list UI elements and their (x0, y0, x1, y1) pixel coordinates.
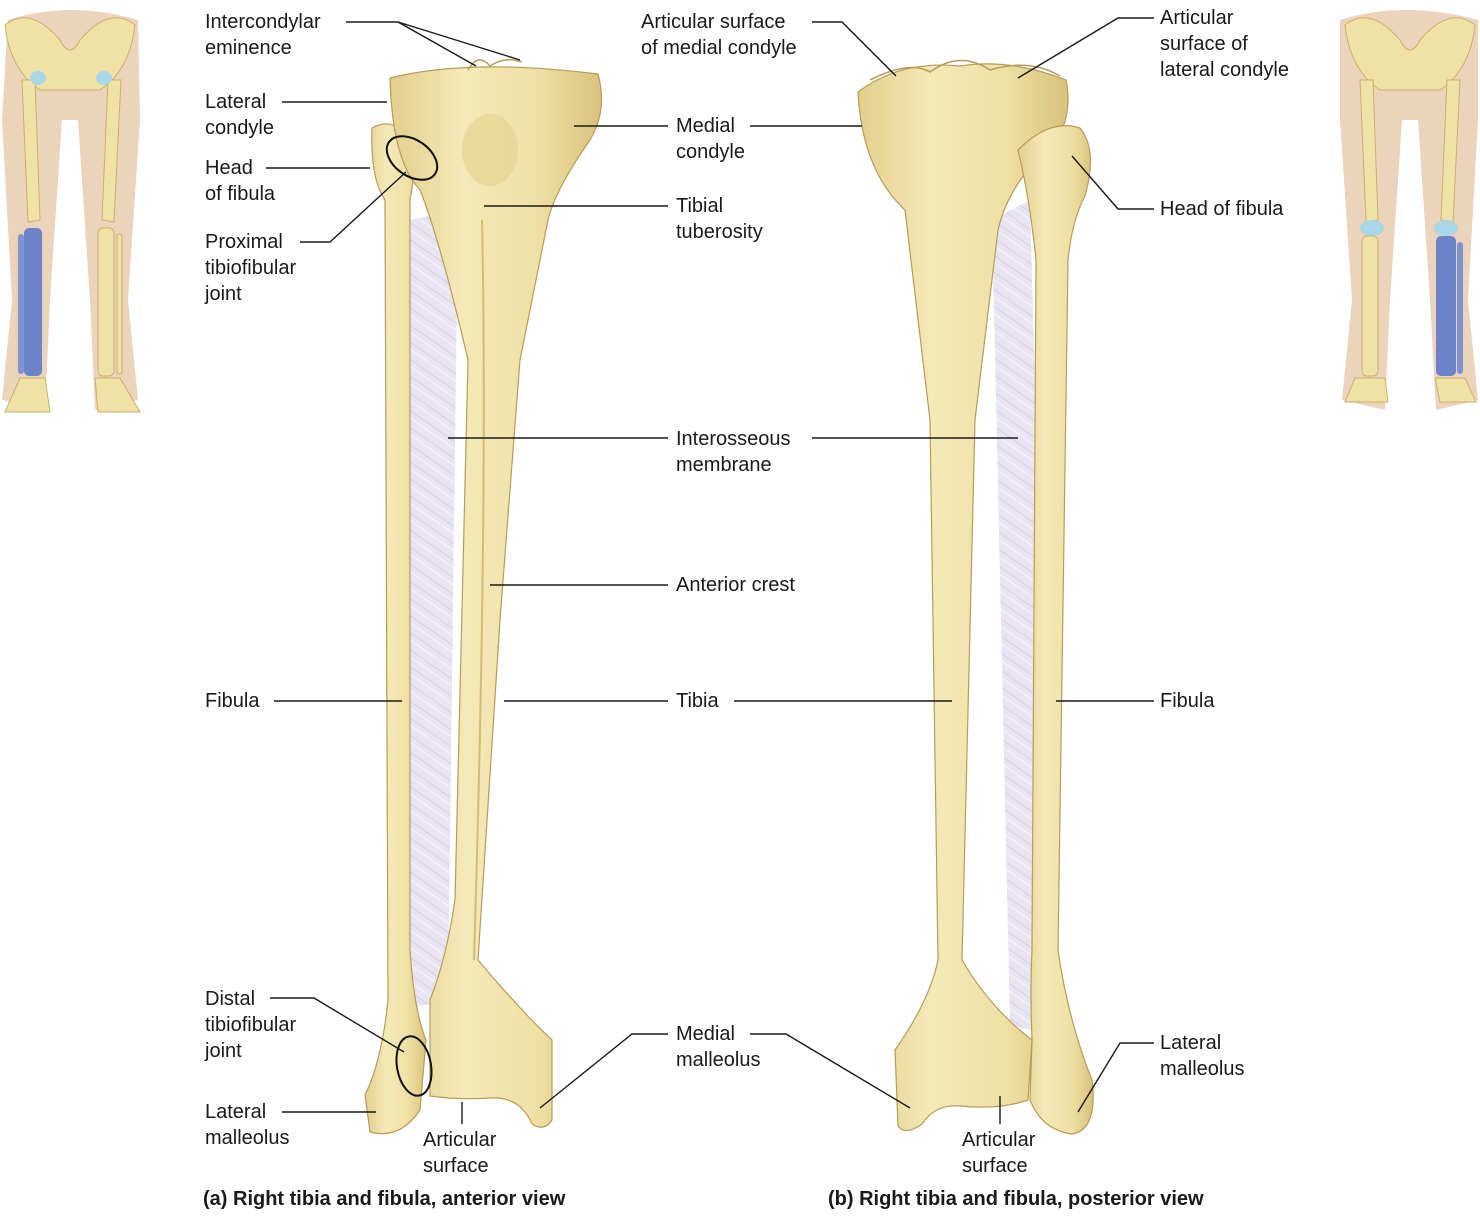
leader-medial-malleolus-a (539, 1033, 668, 1109)
label-tibial-tuberosity: Tibial tuberosity (676, 195, 763, 243)
label-head-of-fibula-anterior: Head of fibula (205, 157, 276, 205)
label-lateral-malleolus-posterior: Lateral malleolus (1160, 1032, 1245, 1080)
thumbnail-anterior-tibia-left (97, 227, 115, 377)
label-articular-surface-medial-condyle: Articular surface of medial condyle (641, 11, 797, 59)
posterior-condyle-surface-shape (869, 59, 1061, 81)
label-articular-surface-posterior: Articular surface (962, 1129, 1036, 1177)
label-medial-condyle: Medial condyle (676, 115, 745, 163)
label-tibia: Tibia (676, 690, 719, 712)
label-head-of-fibula-posterior: Head of fibula (1160, 198, 1284, 220)
thumbnail-posterior-knee-cartilage-right (1434, 220, 1458, 236)
label-articular-surface-anterior: Articular surface (423, 1129, 497, 1177)
leader-art-surface-medial-condyle (812, 21, 897, 77)
label-medial-malleolus: Medial malleolus (676, 1023, 761, 1071)
proximal-tibiofibular-joint-circle (385, 135, 439, 181)
leader-intercondylar-eminence-2 (397, 21, 521, 61)
leader-intercondylar-eminence (346, 21, 477, 67)
anterior-crest-shape (473, 219, 485, 961)
thumbnail-posterior-foot-left (1344, 377, 1389, 403)
anterior-interosseous-membrane (402, 210, 458, 1010)
label-intercondylar-eminence: Intercondylar eminence (205, 11, 321, 59)
label-lateral-malleolus-anterior: Lateral malleolus (205, 1101, 290, 1149)
leader-head-of-fibula-b (1071, 155, 1154, 210)
thumbnail-anterior-tibia-highlight (24, 228, 42, 376)
anterior-intercondylar-eminence-shape (467, 59, 523, 71)
anterior-tibial-tuberosity-shape (462, 114, 518, 186)
thumbnail-anterior-hip-cartilage-left (96, 71, 112, 85)
thumbnail-anterior (2, 10, 141, 413)
thumbnail-anterior-femur-left (101, 79, 122, 223)
leader-art-surface-lateral-condyle (1017, 17, 1154, 79)
thumbnail-anterior-foot-right (4, 377, 51, 413)
leader-lateral-malleolus-b (1077, 1042, 1154, 1113)
leader-distal-joint (270, 997, 405, 1053)
thumbnail-posterior (1340, 10, 1478, 410)
thumbnail-anterior-foot-left (94, 377, 141, 413)
thumbnail-posterior-fibula-highlight (1457, 242, 1463, 374)
thumbnail-posterior-tibia-highlight (1436, 236, 1456, 376)
anterior-tibia (389, 66, 603, 1128)
thumbnail-anterior-fibula-highlight (18, 234, 24, 374)
label-proximal-tibiofibular-joint: Proximal tibiofibular joint (205, 231, 297, 305)
label-distal-tibiofibular-joint: Distal tibiofibular joint (205, 988, 297, 1062)
thumbnail-anterior-hip-cartilage-right (30, 71, 46, 85)
label-anterior-crest: Anterior crest (676, 574, 795, 596)
thumbnail-posterior-knee-cartilage-left (1360, 220, 1384, 236)
label-lateral-condyle: Lateral condyle (205, 91, 274, 139)
posterior-fibula (1017, 125, 1094, 1135)
caption-posterior-view: (b) Right tibia and fibula, posterior vi… (828, 1188, 1204, 1210)
label-articular-surface-lateral-condyle: Articular surface of lateral condyle (1160, 7, 1289, 81)
label-fibula-anterior: Fibula (205, 690, 260, 712)
thumbnail-posterior-femur-left (1359, 79, 1379, 223)
leader-proximal-joint (300, 171, 407, 243)
thumbnail-posterior-tibia-left (1361, 235, 1379, 377)
leader-lines (266, 17, 1154, 1124)
thumbnail-posterior-foot-right (1434, 377, 1477, 403)
caption-anterior-view: (a) Right tibia and fibula, anterior vie… (203, 1188, 566, 1210)
thumbnail-posterior-pelvis (1344, 17, 1476, 91)
label-interosseous-membrane: Interosseous membrane (676, 428, 791, 476)
thumbnail-anterior-fibula-left (116, 233, 123, 375)
anterior-view-bones (364, 59, 603, 1135)
label-fibula-posterior: Fibula (1160, 690, 1215, 712)
leader-medial-malleolus-b (750, 1033, 911, 1109)
distal-tibiofibular-joint-circle (395, 1035, 433, 1097)
posterior-view-bones (857, 59, 1094, 1135)
